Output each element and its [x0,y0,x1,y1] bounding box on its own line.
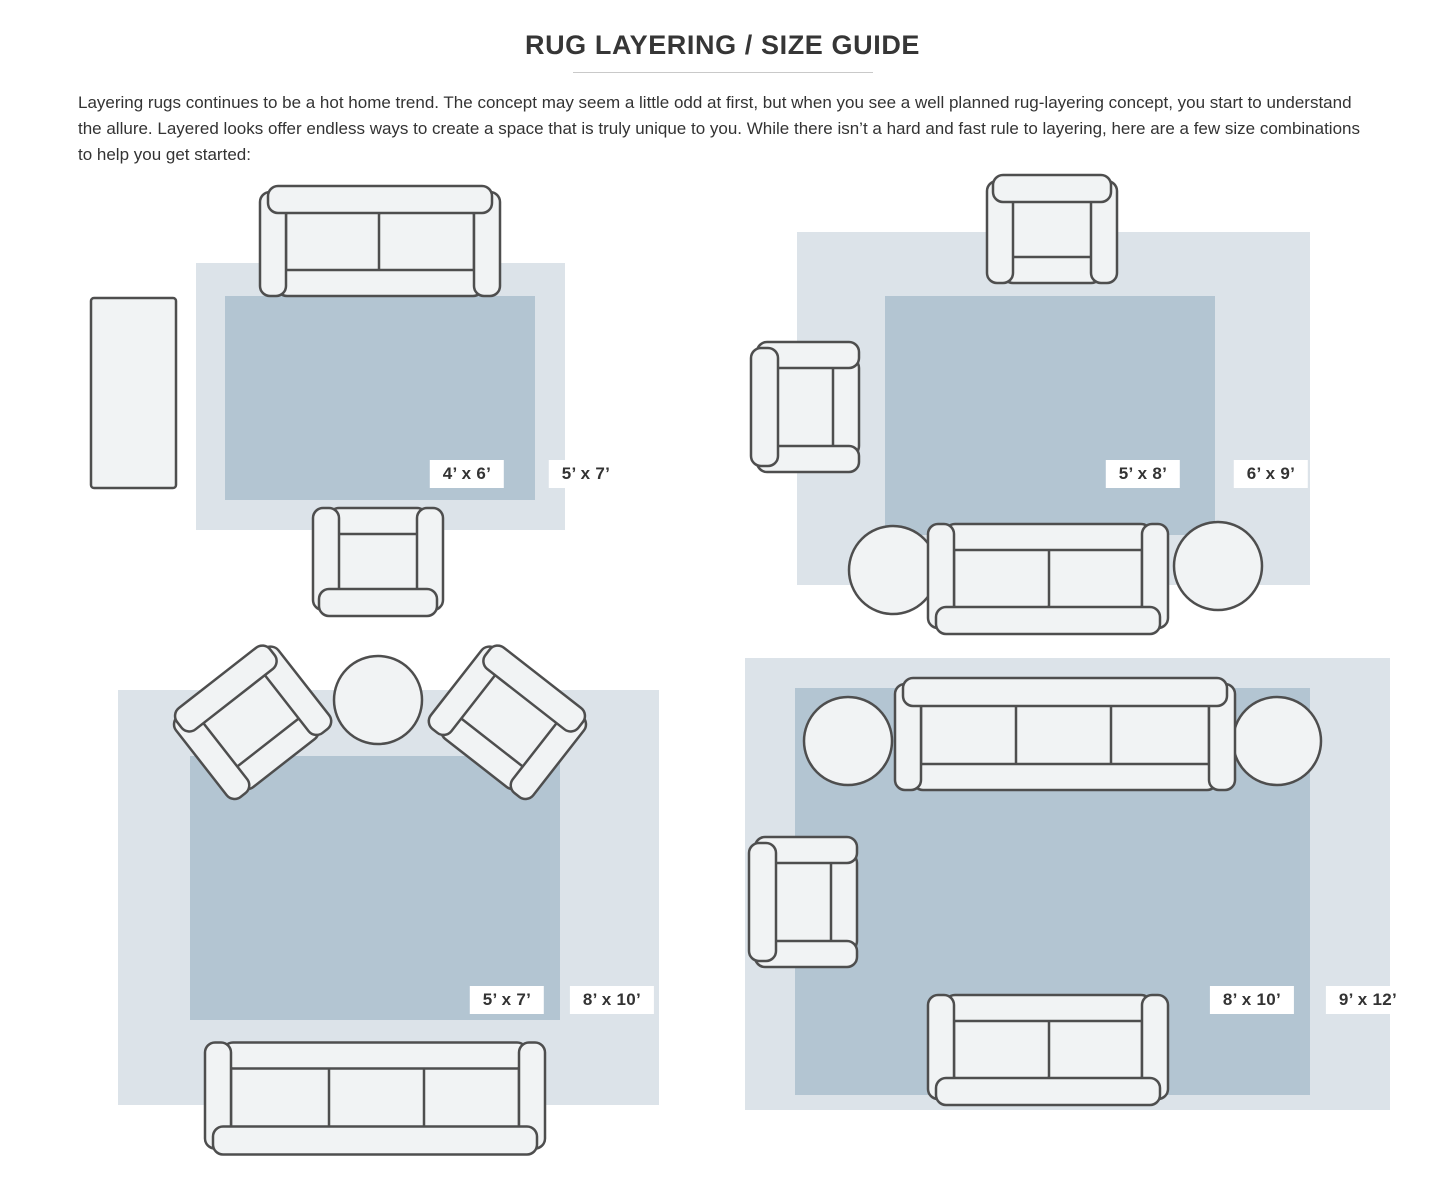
intro-text: Layering rugs continues to be a hot home… [78,93,1360,164]
scene4-inner-rug-size-label: 8’ x 10’ [1209,986,1295,1014]
armchair-icon [985,173,1119,285]
title-divider [572,72,873,73]
armchair-icon [749,340,861,474]
round-table-icon [1231,695,1323,787]
sofa-icon [203,1041,547,1156]
scene2-outer-rug-size-label: 6’ x 9’ [1233,460,1309,488]
round-table-icon [847,524,939,616]
scene-4 [745,658,1390,1110]
scene-3 [118,636,659,1156]
round-table-icon [332,654,424,746]
loveseat-icon [926,993,1170,1107]
scene4-outer-rug-size-label: 9’ x 12’ [1325,986,1411,1014]
loveseat-icon [926,522,1170,636]
armchair-icon [747,835,859,969]
scene-1 [89,184,565,618]
side-table-icon [89,296,178,490]
scene3-inner-rug [190,756,560,1020]
loveseat-icon [258,184,502,298]
scene2-inner-rug-size-label: 5’ x 8’ [1105,460,1181,488]
scene-2 [749,173,1310,636]
round-table-icon [802,695,894,787]
page-title: RUG LAYERING / SIZE GUIDE [524,30,921,60]
scene1-inner-rug-size-label: 4’ x 6’ [429,460,505,488]
scene1-outer-rug-size-label: 5’ x 7’ [548,460,624,488]
sofa-icon [893,676,1237,792]
round-table-icon [1172,520,1264,612]
scene3-inner-rug-size-label: 5’ x 7’ [469,986,545,1014]
scene2-inner-rug [885,296,1215,535]
scene3-outer-rug-size-label: 8’ x 10’ [569,986,655,1014]
armchair-icon [311,506,445,618]
